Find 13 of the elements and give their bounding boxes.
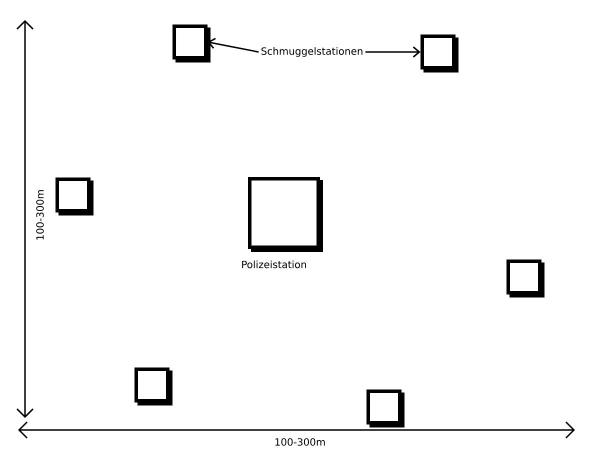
arrow	[208, 38, 259, 53]
square	[56, 178, 94, 216]
square	[506, 260, 544, 298]
dimension-label: 100-300m	[275, 438, 325, 446]
station-square	[248, 177, 323, 252]
callout-label: Schmuggelstationen	[261, 47, 362, 57]
station-label: Polizeistation	[242, 260, 306, 268]
square	[134, 368, 172, 406]
square	[366, 390, 404, 428]
square	[420, 34, 458, 72]
square	[172, 24, 210, 62]
arrow	[365, 46, 420, 58]
dimension-label: 100-300m	[36, 190, 44, 240]
